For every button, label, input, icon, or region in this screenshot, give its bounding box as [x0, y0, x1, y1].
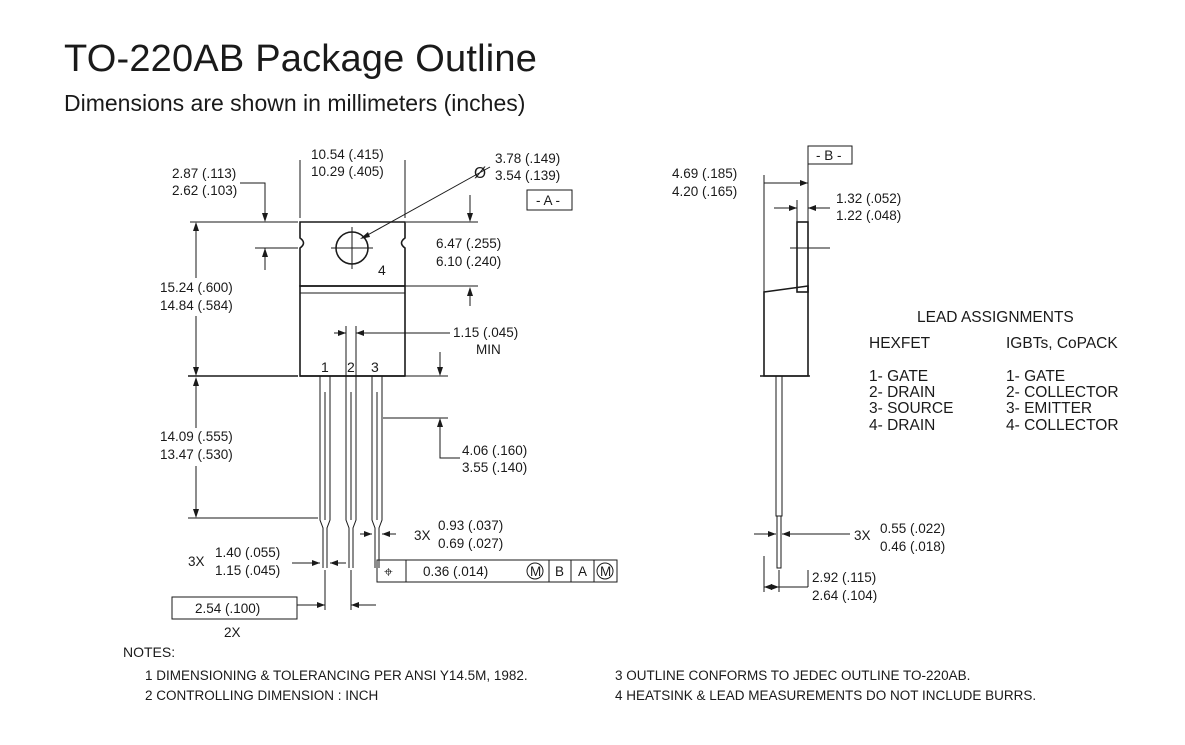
hole-diameter-max: 3.78 (.149) [495, 151, 560, 166]
igbt-item: 3- EMITTER [1006, 400, 1092, 417]
hexfet-item: 3- SOURCE [869, 400, 953, 417]
tab-offset-max: 2.87 (.113) [172, 166, 236, 181]
datum-b-label: - B - [816, 148, 842, 163]
hole-diameter-symbol: Ø [474, 165, 486, 182]
body-height-min: 14.84 (.584) [160, 298, 233, 313]
igbt-item: 4- COLLECTOR [1006, 417, 1119, 434]
side-tab [796, 221, 809, 293]
notes: NOTES: 1 DIMENSIONING & TOLERANCING PER … [123, 644, 1036, 703]
lead-thick-min: 0.69 (.027) [438, 536, 503, 551]
tab-offset-min: 2.62 (.103) [172, 183, 237, 198]
depth-max: 4.69 (.185) [672, 166, 737, 181]
tab-height-min: 6.10 (.240) [436, 254, 501, 269]
note-item: 2 CONTROLLING DIMENSION : INCH [145, 688, 378, 703]
depth-min: 4.20 (.165) [672, 184, 737, 199]
side-lead [775, 375, 783, 517]
pitch-value: 2.54 (.100) [195, 601, 260, 616]
lead-shoulder-min: 3.55 (.140) [462, 460, 527, 475]
side-lead-thick-max: 0.55 (.022) [880, 521, 945, 536]
lead-shoulder-max: 4.06 (.160) [462, 443, 527, 458]
hexfet-item: 4- DRAIN [869, 417, 935, 434]
lead-wide-min: 1.15 (.045) [215, 563, 280, 578]
width-min: 10.29 (.405) [311, 164, 384, 179]
lead-thick-count: 3X [414, 528, 431, 543]
hole-diameter-min: 3.54 (.139) [495, 168, 560, 183]
lead-wide-count: 3X [188, 554, 205, 569]
pitch-count: 2X [224, 625, 241, 640]
fcf-datum-b: B [555, 564, 564, 579]
side-lead-thick-count: 3X [854, 528, 871, 543]
tab-thick-max: 1.32 (.052) [836, 191, 901, 206]
datum-a-box [526, 189, 573, 211]
tab-height-max: 6.47 (.255) [436, 236, 501, 251]
side-lead-offset-min: 2.64 (.104) [812, 588, 877, 603]
lead-1-number: 1 [321, 359, 329, 375]
side-lead-offset-max: 2.92 (.115) [812, 570, 876, 585]
width-max: 10.54 (.415) [311, 147, 384, 162]
note-item: 3 OUTLINE CONFORMS TO JEDEC OUTLINE TO-2… [615, 668, 970, 683]
hexfet-item: 2- DRAIN [869, 384, 935, 401]
front-view: 4 1 2 3 10.54 (.415) 10.29 (.405) [160, 147, 618, 640]
tab-number: 4 [378, 262, 386, 278]
lead-3-number: 3 [371, 359, 379, 375]
lead-assignments-title: LEAD ASSIGNMENTS [917, 309, 1074, 326]
page-subtitle: Dimensions are shown in millimeters (inc… [64, 90, 526, 116]
lead-2-number: 2 [347, 359, 355, 375]
lead-width-min-label: MIN [476, 342, 501, 357]
side-body [763, 285, 809, 377]
lead-2 [345, 376, 357, 568]
fcf-tolerance: 0.36 (.014) [423, 564, 488, 579]
lead-3 [371, 376, 383, 568]
hexfet-header: HEXFET [869, 335, 931, 352]
igbt-item: 1- GATE [1006, 368, 1065, 385]
datum-a-label: - A - [536, 193, 560, 208]
lead-1 [319, 376, 331, 568]
lead-length-min: 13.47 (.530) [160, 447, 233, 462]
fcf-datum-a: A [578, 564, 587, 579]
side-lead-thick-min: 0.46 (.018) [880, 539, 945, 554]
lead-thick-max: 0.93 (.037) [438, 518, 503, 533]
pitch-box [171, 596, 298, 620]
lead-length-max: 14.09 (.555) [160, 429, 233, 444]
notes-header: NOTES: [123, 644, 175, 660]
lead-width-min-value: 1.15 (.045) [453, 325, 518, 340]
note-item: 4 HEATSINK & LEAD MEASUREMENTS DO NOT IN… [615, 688, 1036, 703]
fcf-modifier-2: M [600, 564, 611, 579]
igbt-item: 2- COLLECTOR [1006, 384, 1119, 401]
note-item: 1 DIMENSIONING & TOLERANCING PER ANSI Y1… [145, 668, 528, 683]
datum-b-box [807, 145, 853, 165]
hexfet-item: 1- GATE [869, 368, 928, 385]
body-height-max: 15.24 (.600) [160, 280, 233, 295]
fcf-modifier-1: M [530, 564, 541, 579]
feature-control-frame: ⌖ 0.36 (.014) M B A M [376, 559, 618, 583]
igbt-header: IGBTs, CoPACK [1006, 335, 1118, 352]
position-symbol: ⌖ [384, 564, 393, 581]
page-title: TO-220AB Package Outline [64, 38, 538, 80]
tab-thick-min: 1.22 (.048) [836, 208, 901, 223]
side-view: - B - 4.69 (.185) 4.20 (.165) 1.32 (.052… [672, 145, 945, 603]
lead-assignments: LEAD ASSIGNMENTS HEXFET IGBTs, CoPACK 1-… [869, 309, 1119, 434]
lead-wide-max: 1.40 (.055) [215, 545, 280, 560]
